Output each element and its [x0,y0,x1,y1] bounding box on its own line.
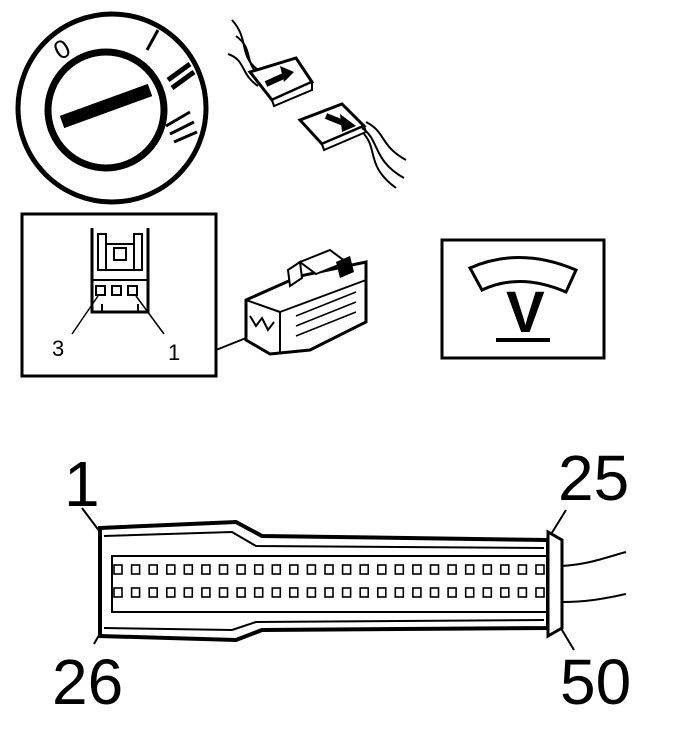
ecu-pin-top-9 [253,564,264,575]
ecu-pin-bottom-21 [464,587,475,598]
ecu-pin-bottom-2 [130,587,141,598]
ecu-pin-top-15 [359,564,370,575]
ecu-pin-top-4 [166,564,176,575]
ecu-pin-bottom-15 [359,587,370,598]
ecu-pin-bottom-25 [535,587,545,598]
ecu-pin-bottom-3 [148,587,158,598]
ecu-pin-bottom-13 [324,587,334,598]
ecu-pin-top-21 [464,564,475,575]
ignition-pos-1-mark [145,29,160,51]
ecu-pin-top-24 [517,564,528,575]
ecu-pin-bottom-9 [253,587,264,598]
connector-3d [215,248,368,356]
meter-scale [467,256,579,294]
pin-right-label: 1 [168,340,180,365]
connector-front-view [71,228,165,335]
ecu-pin-bottom-17 [394,587,405,598]
ecu-pin-top-18 [412,564,422,575]
ecu-pin-top-6 [201,564,211,575]
ecu-pin-bottom-24 [517,587,528,598]
ecu-pin-top-19 [429,564,440,575]
voltmeter-unit: V [506,280,545,345]
pin-3 [95,285,106,296]
ecu-pin-top-23 [499,564,510,575]
ecu-pin-top-8 [236,564,246,575]
pin-left-label: 3 [52,336,64,361]
ecu-pin-bottom-12 [306,587,317,598]
ecu-pin-bottom-10 [271,587,282,598]
ecu-pin-top-5 [183,564,194,575]
ecu-pin-bottom-14 [341,587,352,598]
ecu-pin-bottom-22 [482,587,493,598]
ecu-pin-bottom-8 [236,587,246,598]
ecu-pin-bottom-6 [201,587,211,598]
pin-2 [111,285,122,296]
ecu-pin-top-14 [341,564,352,575]
key-slot [59,83,153,129]
ecu-pin-top-25 [535,564,545,575]
ecu-pin-top-16 [376,564,387,575]
ecu-label-26: 26 [52,646,123,718]
ignition-pos-3-mark [165,110,198,144]
ecu-connector: 1 25 26 50 [52,442,631,718]
ecu-pin-bottom-20 [447,587,457,598]
ecu-pin-top-1 [113,564,123,575]
ecu-pin-bottom-7 [218,587,229,598]
upper-plug [247,56,315,108]
voltmeter: V [440,238,606,360]
ecu-label-50: 50 [560,646,631,718]
ignition-switch: 0 [15,11,209,205]
ecu-pin-top-11 [288,564,299,575]
ecu-pin-top-13 [324,564,334,575]
ecu-pin-top-12 [306,564,317,575]
lower-plug [297,102,368,152]
ecu-pin-top-2 [130,564,141,575]
connector-inset: 3 1 [20,212,218,378]
ecu-pin-bottom-1 [113,587,123,598]
pin-1 [127,285,138,296]
ecu-label-25: 25 [558,442,629,514]
ecu-pin-bottom-4 [166,587,176,598]
ecu-label-1: 1 [64,448,100,520]
ecu-pin-bottom-5 [183,587,194,598]
ecu-pin-bottom-16 [376,587,387,598]
ecu-pin-top-17 [394,564,405,575]
ecu-pin-top-22 [482,564,493,575]
plug-disconnect-illustration [227,19,407,189]
ecu-pin-top-10 [271,564,282,575]
ecu-pin-top-3 [148,564,158,575]
ecu-pin-row-top [113,564,545,575]
ecu-pin-bottom-19 [429,587,440,598]
ecu-pin-bottom-18 [412,587,422,598]
ecu-pin-bottom-11 [288,587,299,598]
ecu-pin-top-7 [218,564,229,575]
ecu-pin-row-bottom [113,587,545,598]
ignition-pos-2-mark [166,61,196,91]
ecu-pin-bottom-23 [499,587,510,598]
ecu-pin-top-20 [447,564,457,575]
